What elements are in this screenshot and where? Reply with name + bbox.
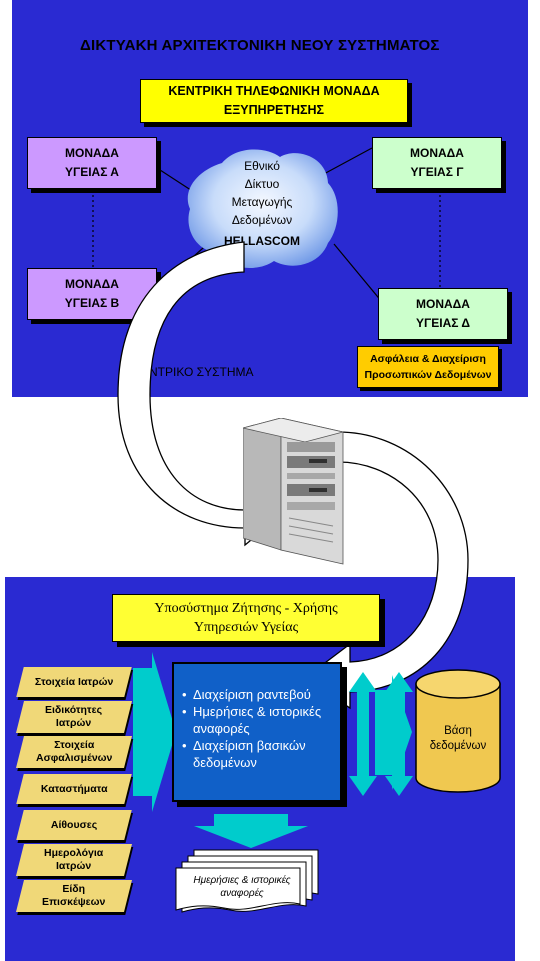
central-unit-line1: ΚΕΝΤΡΙΚΗ ΤΗΛΕΦΩΝΙΚΗ ΜΟΝΑΔΑ: [168, 84, 380, 98]
security-line2: Προσωπικών Δεδομένων: [364, 369, 492, 381]
feature-item: Διαχείριση βασικών δεδομένων: [182, 737, 334, 771]
line-unit-d-network: [333, 243, 383, 303]
server-icon: [243, 418, 344, 565]
database-icon: [415, 669, 501, 793]
double-arrow-icon: [349, 672, 413, 796]
feature-item: Διαχείριση ραντεβού: [182, 686, 334, 703]
features-list: Διαχείριση ραντεβού Ημερήσιες & ιστορικέ…: [182, 686, 334, 771]
central-system-caption: ΚΕΝΤΡΙΚΟ ΣΥΣΤΗΜΑ: [133, 365, 254, 379]
network-cloud-icon: [187, 149, 338, 268]
network-cloud-label: Εθνικό Δίκτυο Μεταγωγής Δεδομένων HELLAS…: [202, 157, 322, 250]
arrow-down-to-reports: [194, 814, 308, 848]
unit-d-line1: ΜΟΝΑΔΑ: [416, 297, 470, 311]
input-line2: Ασφαλισμένων: [35, 752, 113, 764]
database-line2: δεδομένων: [429, 740, 487, 752]
security-box: Ασφάλεια & Διαχείριση Προσωπικών Δεδομέν…: [357, 346, 499, 388]
health-unit-c: ΜΟΝΑΔΑ ΥΓΕΙΑΣ Γ: [372, 137, 502, 189]
reports-line1: Ημερήσιες & ιστορικές: [193, 875, 291, 886]
security-line1: Ασφάλεια & Διαχείριση: [370, 353, 486, 365]
arrow-inputs-to-features: [133, 652, 176, 812]
input-rooms: Αίθουσες: [16, 810, 132, 840]
input-line1: Ημερολόγια: [44, 847, 104, 859]
central-phone-unit: ΚΕΝΤΡΙΚΗ ΤΗΛΕΦΩΝΙΚΗ ΜΟΝΑΔΑ ΕΞΥΠΗΡΕΤΗΣΗΣ: [140, 79, 408, 123]
network-line3: Μεταγωγής: [231, 195, 293, 209]
reports-icon: [175, 849, 319, 913]
network-line4: Δεδομένων: [231, 213, 293, 227]
database-label: Βάση δεδομένων: [416, 724, 500, 754]
input-line1: Ειδικότητες: [45, 704, 103, 716]
input-line2: Ιατρών: [56, 717, 92, 729]
database-line1: Βάση: [444, 725, 472, 737]
input-line1: Στοιχεία: [53, 739, 95, 751]
subsystem-line2: Υπηρεσιών Υγείας: [193, 620, 299, 635]
input-line1: Είδη: [62, 883, 86, 895]
features-box: Διαχείριση ραντεβού Ημερήσιες & ιστορικέ…: [172, 662, 342, 802]
subsystem-title: Υποσύστημα Ζήτησης - Χρήσης Υπηρεσιών Υγ…: [112, 594, 380, 642]
unit-a-line1: ΜΟΝΑΔΑ: [65, 146, 119, 160]
unit-c-line2: ΥΓΕΙΑΣ Γ: [410, 165, 464, 179]
unit-b-line2: ΥΓΕΙΑΣ Β: [64, 296, 120, 310]
curved-arrow-right: [303, 431, 469, 710]
input-line1: Καταστήματα: [40, 782, 108, 795]
subsystem-line1: Υποσύστημα Ζήτησης - Χρήσης: [154, 601, 338, 616]
feature-item: Ημερήσιες & ιστορικές αναφορές: [182, 703, 334, 737]
reports-line2: αναφορές: [220, 888, 264, 899]
reports-label: Ημερήσιες & ιστορικές αναφορές: [180, 874, 304, 900]
line-unit-c-network: [321, 147, 373, 176]
network-line2: Δίκτυο: [244, 177, 280, 191]
input-line1: Στοιχεία Ιατρών: [34, 675, 114, 688]
health-unit-d: ΜΟΝΑΔΑ ΥΓΕΙΑΣ Δ: [378, 288, 508, 340]
unit-d-line2: ΥΓΕΙΑΣ Δ: [416, 316, 470, 330]
diagram-title: ΔΙΚΤΥΑΚΗ ΑΡΧΙΤΕΚΤΟΝΙΚΗ ΝΕΟΥ ΣΥΣΤΗΜΑΤΟΣ: [80, 37, 440, 54]
unit-c-line1: ΜΟΝΑΔΑ: [410, 146, 464, 160]
unit-b-line1: ΜΟΝΑΔΑ: [65, 277, 119, 291]
input-doctors-data: Στοιχεία Ιατρών: [16, 667, 132, 697]
network-line1: Εθνικό: [244, 159, 280, 173]
health-unit-a: ΜΟΝΑΔΑ ΥΓΕΙΑΣ Α: [27, 137, 157, 189]
unit-a-line2: ΥΓΕΙΑΣ Α: [65, 165, 119, 179]
input-line1: Αίθουσες: [50, 818, 98, 831]
input-line2: Επισκέψεων: [42, 896, 106, 908]
input-stores: Καταστήματα: [16, 774, 132, 804]
central-unit-line2: ΕΞΥΠΗΡΕΤΗΣΗΣ: [223, 103, 325, 117]
input-line2: Ιατρών: [56, 860, 92, 872]
